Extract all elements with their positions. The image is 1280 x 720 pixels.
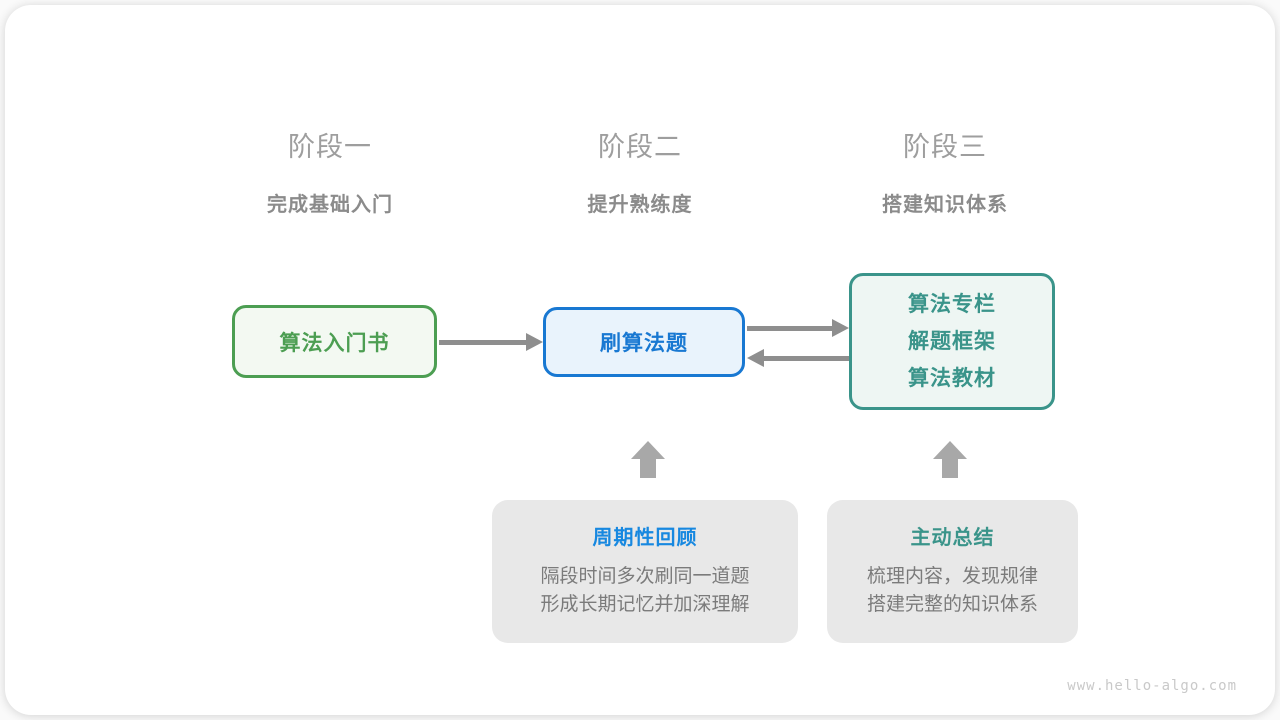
stage-1-label: 阶段一 — [288, 132, 372, 162]
stage-3-label: 阶段三 — [903, 132, 987, 162]
node-knowledge-line-2: 解题框架 — [908, 330, 996, 353]
callout-periodic-review-line-2: 形成长期记忆并加深理解 — [540, 594, 750, 615]
callout-periodic-review-title: 周期性回顾 — [592, 527, 698, 549]
callout-periodic-review-body: 隔段时间多次刷同一道题 形成长期记忆并加深理解 — [492, 563, 798, 619]
node-practice-problems: 刷算法题 — [543, 307, 745, 377]
stage-column-3: 阶段三 搭建知识体系 — [805, 125, 1085, 217]
callout-periodic-review: 周期性回顾 隔段时间多次刷同一道题 形成长期记忆并加深理解 — [492, 500, 798, 643]
callout-active-summary-title: 主动总结 — [910, 527, 995, 549]
node-knowledge-resources: 算法专栏 解题框架 算法教材 — [849, 273, 1055, 410]
callout-active-summary-line-2: 搭建完整的知识体系 — [866, 594, 1038, 615]
diagram-card: 阶段一 完成基础入门 阶段二 提升熟练度 阶段三 搭建知识体系 算法入门书 刷算… — [5, 5, 1275, 715]
stage-2-label: 阶段二 — [598, 132, 682, 162]
arrow-left-knowledge-to-practice-icon — [747, 349, 849, 367]
callout-active-summary-line-1: 梳理内容，发现规律 — [866, 566, 1038, 587]
stage-column-2: 阶段二 提升熟练度 — [500, 125, 780, 217]
stage-3-subtitle: 搭建知识体系 — [882, 194, 1008, 216]
node-practice-problems-label: 刷算法题 — [600, 332, 688, 355]
node-intro-book: 算法入门书 — [232, 305, 437, 378]
arrow-right-intro-to-practice-icon — [439, 333, 543, 351]
node-knowledge-line-3: 算法教材 — [908, 367, 996, 390]
stage-1-subtitle: 完成基础入门 — [267, 194, 393, 216]
node-intro-book-label: 算法入门书 — [279, 331, 390, 355]
node-knowledge-line-1: 算法专栏 — [908, 293, 996, 316]
arrow-right-practice-to-knowledge-icon — [747, 319, 849, 337]
callout-active-summary-body: 梳理内容，发现规律 搭建完整的知识体系 — [827, 563, 1078, 619]
stage-2-subtitle: 提升熟练度 — [587, 194, 693, 216]
arrow-up-summary-icon — [933, 441, 967, 478]
callout-active-summary: 主动总结 梳理内容，发现规律 搭建完整的知识体系 — [827, 500, 1078, 643]
watermark: www.hello-algo.com — [1067, 678, 1237, 694]
arrow-up-review-icon — [631, 441, 665, 478]
stage-column-1: 阶段一 完成基础入门 — [190, 125, 470, 217]
callout-periodic-review-line-1: 隔段时间多次刷同一道题 — [540, 566, 750, 587]
